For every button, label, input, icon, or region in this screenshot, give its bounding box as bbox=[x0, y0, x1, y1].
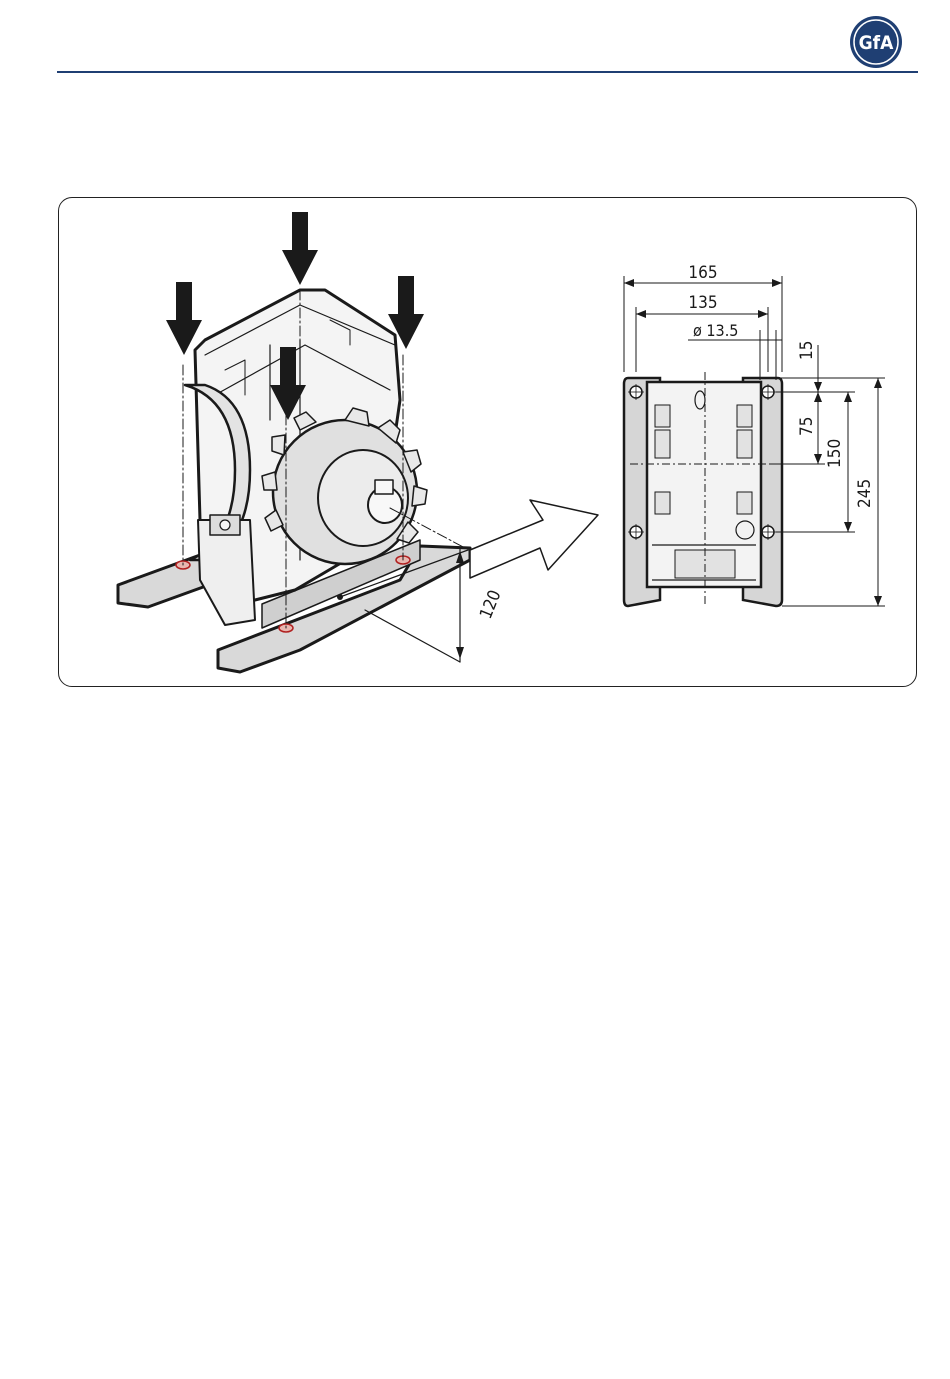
down-arrow-icon bbox=[166, 282, 202, 355]
dim-165-label: 165 bbox=[688, 263, 717, 283]
dim-150-label: 150 bbox=[825, 439, 845, 468]
dim-75-label: 75 bbox=[797, 417, 817, 436]
dim-245-label: 245 bbox=[855, 479, 875, 508]
dim-diameter-label: ø 13.5 bbox=[693, 321, 738, 340]
dim-15-label: 15 bbox=[797, 341, 817, 360]
dim-120-label: 120 bbox=[476, 587, 505, 622]
dim-135-label: 135 bbox=[688, 293, 717, 313]
direction-arrow-icon bbox=[470, 500, 598, 578]
down-arrow-icon bbox=[282, 212, 318, 285]
operator-top-view bbox=[624, 276, 885, 606]
